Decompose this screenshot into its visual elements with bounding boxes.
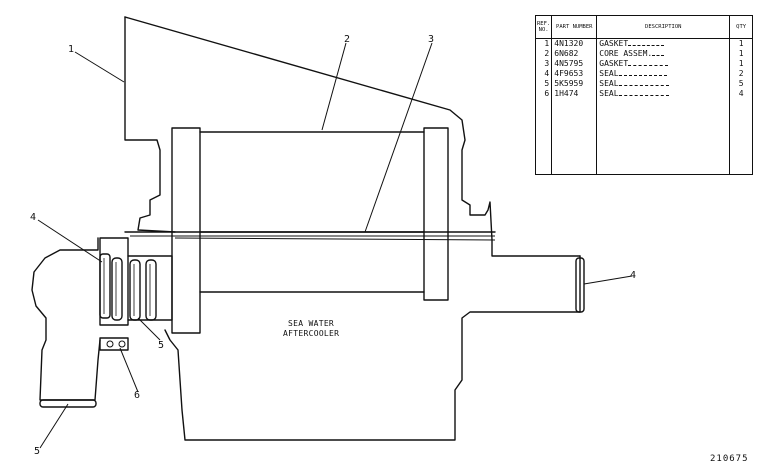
description-cell: GASKET [596, 38, 731, 49]
caption-line-1: SEA WATER [288, 319, 334, 328]
ref-cell: 6 [536, 89, 553, 99]
description-cell: GASKET [596, 59, 731, 69]
part-number-cell: 4F9653 [551, 69, 598, 79]
callout-1: 1 [68, 44, 74, 55]
header-qty: QTY [729, 16, 752, 39]
dotted-leader [628, 61, 669, 66]
ref-cell: 1 [536, 38, 553, 49]
seal-4-right [575, 257, 585, 313]
quantity-cell: 1 [738, 49, 744, 58]
dotted-leader [618, 71, 667, 76]
quantity-cell: 1 [738, 39, 744, 48]
dotted-leader [628, 41, 665, 46]
empty-cell [551, 99, 598, 174]
caption-line-2: AFTERCOOLER [283, 329, 339, 338]
quantity-cell: 4 [738, 89, 744, 98]
ref-cell: 2 [536, 49, 553, 59]
core-assembly [171, 127, 449, 334]
description-cell: SEAL [596, 79, 731, 89]
description-cell: CORE ASSEM. [596, 49, 731, 59]
empty-cell [730, 99, 752, 174]
dotted-leader [652, 51, 665, 56]
description-cell: SEAL [596, 69, 731, 79]
seal-5-stack [111, 257, 157, 321]
empty-cell [536, 99, 553, 174]
seal-4-left [99, 253, 111, 319]
callout-6: 6 [134, 390, 140, 401]
ref-cell: 3 [536, 59, 553, 69]
description-text: GASKET [599, 59, 629, 68]
inlet-elbow [31, 237, 173, 401]
gasket-line [124, 231, 496, 241]
part-number-cell: 4N5795 [551, 59, 598, 69]
housing-top [124, 16, 581, 441]
callout-5-middle: 5 [158, 340, 164, 351]
dotted-leader [618, 91, 669, 96]
part-number-cell: 6N682 [551, 49, 598, 59]
part-number-cell: 4N1320 [551, 38, 598, 49]
callout-5-bottom: 5 [34, 446, 40, 457]
leader-lines [37, 42, 633, 449]
description-text: GASKET [599, 39, 629, 48]
description-cell: SEAL [596, 89, 731, 99]
callout-4-left: 4 [30, 212, 36, 223]
quantity-cell: 1 [738, 59, 744, 68]
part-number-cell: 1H474 [551, 89, 598, 99]
seal-5-bottom [39, 399, 97, 408]
dotted-leader [618, 81, 669, 86]
description-text: SEAL [599, 89, 619, 98]
figure-number: 210675 [710, 454, 749, 464]
table-filler-row [536, 99, 752, 174]
description-text: CORE ASSEM. [599, 49, 653, 58]
ref-cell: 5 [536, 79, 553, 89]
quantity-cell: 2 [738, 69, 744, 78]
callout-3: 3 [428, 34, 434, 45]
callout-4-right: 4 [630, 270, 636, 281]
lower-pipe [99, 337, 129, 351]
header-part: PART NUMBER [551, 16, 598, 39]
empty-cell [596, 99, 731, 174]
ref-cell: 4 [536, 69, 553, 79]
quantity-cell: 5 [738, 79, 744, 88]
part-number-cell: 5K5959 [551, 79, 598, 89]
description-text: SEAL [599, 69, 619, 78]
header-ref: REF. NO. [536, 16, 553, 39]
header-desc: DESCRIPTION [596, 16, 731, 39]
callout-2: 2 [344, 34, 350, 45]
parts-table-header: REF. NO. PART NUMBER DESCRIPTION QTY [536, 16, 752, 39]
description-text: SEAL [599, 79, 619, 88]
gasket-plate [124, 16, 176, 233]
